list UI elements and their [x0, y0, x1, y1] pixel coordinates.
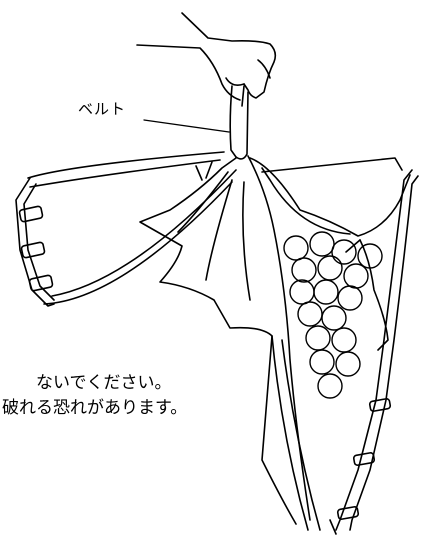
warning-line-1: ないでください。	[36, 373, 172, 393]
hand-icon	[136, 12, 277, 101]
warning-text: ないでください。 破れる恐れがあります。	[0, 371, 421, 421]
bag-fabric	[139, 155, 411, 525]
right-frame-pole	[335, 169, 419, 531]
left-frame-pole	[271, 335, 337, 535]
belt-callout-line	[143, 119, 230, 133]
left-frame	[15, 151, 237, 307]
belt-strap	[229, 85, 249, 160]
belt-label: ベルト	[78, 100, 127, 118]
balls-cluster	[283, 231, 383, 399]
warning-line-2: 破れる恐れがあります。	[2, 398, 188, 418]
